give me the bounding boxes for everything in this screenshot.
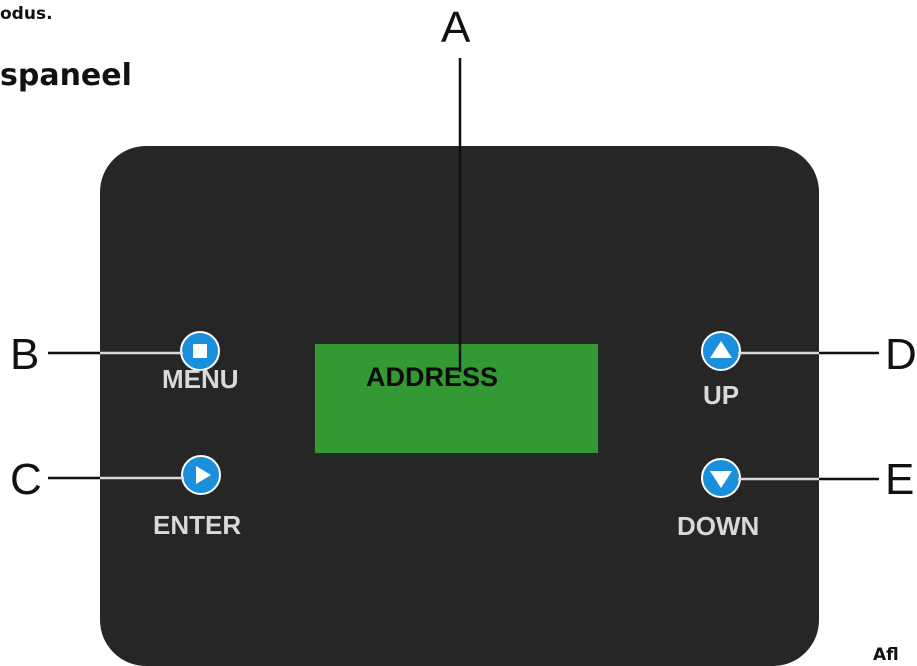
- triangle-up-icon: [710, 341, 732, 358]
- down-button[interactable]: [701, 458, 741, 498]
- callout-label-c: C: [10, 455, 42, 504]
- enter-button[interactable]: [181, 455, 221, 495]
- stop-square-icon: [193, 344, 207, 358]
- play-right-icon: [196, 466, 211, 484]
- section-heading: spaneel: [0, 58, 132, 93]
- callout-label-d: D: [885, 330, 917, 379]
- lcd-display-text: ADDRESS: [366, 362, 499, 392]
- menu-button[interactable]: [180, 331, 220, 371]
- menu-button-label: MENU: [162, 364, 239, 394]
- up-button-label: UP: [703, 380, 740, 410]
- page-text-fragment-bottom: Afl: [873, 645, 899, 665]
- enter-button-label: ENTER: [153, 510, 242, 540]
- lcd-display: [314, 343, 599, 454]
- page-text-fragment: odus.: [0, 4, 53, 24]
- up-button[interactable]: [701, 331, 741, 371]
- callout-label-b: B: [10, 330, 40, 379]
- callout-label-e: E: [885, 455, 915, 504]
- callout-label-a: A: [441, 3, 471, 52]
- triangle-down-icon: [710, 471, 732, 488]
- down-button-label: DOWN: [677, 511, 760, 541]
